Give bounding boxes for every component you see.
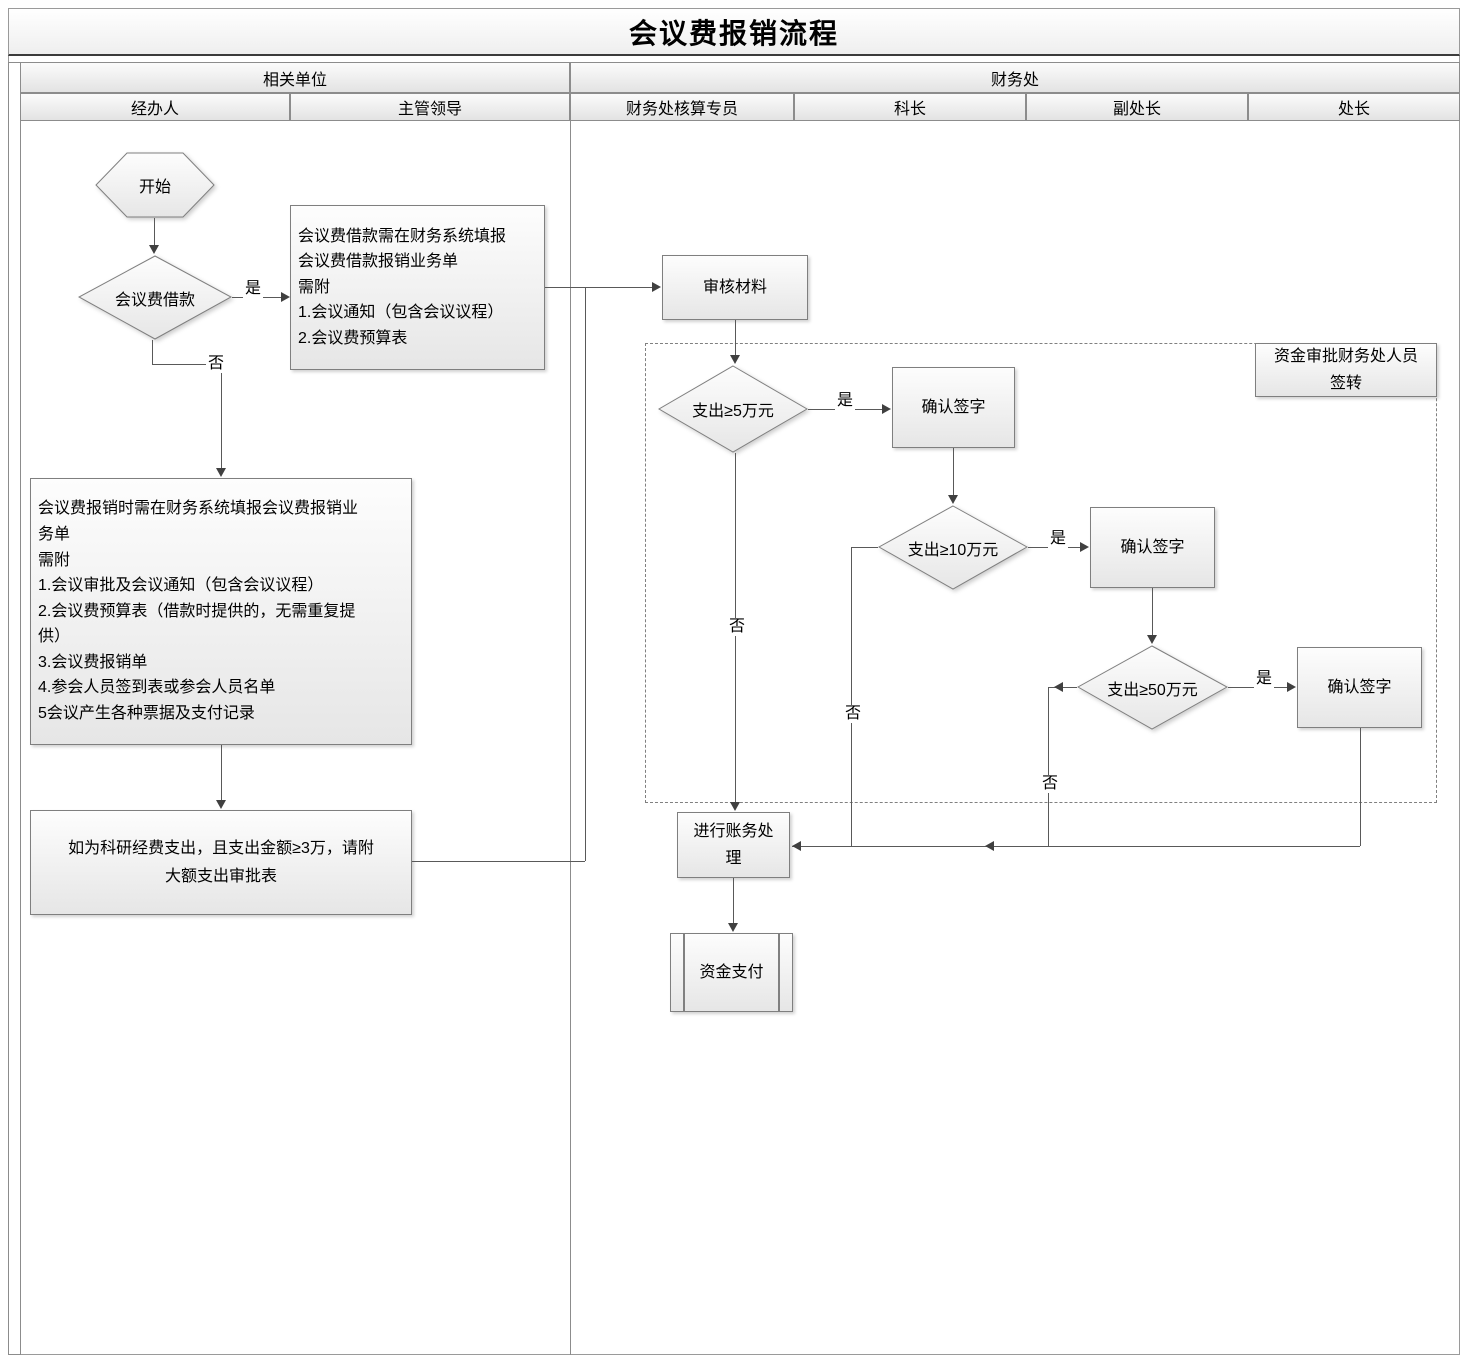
node-research-note: 如为科研经费支出，且支出金额≥3万，请附 大额支出审批表 [30,810,412,915]
node-accounting: 进行账务处 理 [677,812,790,878]
arrowhead-down [730,802,740,811]
connector-sign2-to-50w [1152,588,1153,641]
node-sign-3: 确认签字 [1297,647,1422,728]
diamond-shape [658,365,808,453]
lane-section-chief: 科长 [794,93,1026,121]
arrowhead-right [882,404,891,414]
lane-label: 主管领导 [397,101,462,118]
edge-label-yes-5w: 是 [835,392,856,410]
arrowhead-down [948,495,958,504]
swimlane-left-strip [8,62,21,1355]
edge-label-yes-50w: 是 [1254,670,1275,688]
arrowhead-down [149,245,159,254]
arrowhead-down [730,355,740,364]
node-label: 支出≥50万元 [1107,681,1198,699]
edge-label-yes-10w: 是 [1048,530,1069,548]
node-decision-50w: 支出≥50万元 [1077,645,1228,730]
arrowhead-right [1287,682,1296,692]
node-label: 支出≥5万元 [692,403,774,420]
diamond-shape [78,255,232,340]
arrowhead-left [1054,682,1063,692]
lane-deputy-director: 副处长 [1026,93,1248,121]
arrowhead-down [216,800,226,809]
lane-accounting-specialist: 财务处核算专员 [570,93,794,121]
lane-supervisor: 主管领导 [290,93,570,121]
diamond-shape [1077,645,1228,730]
lane-group-finance-office: 财务处 [570,62,1460,93]
lane-label: 经办人 [130,101,179,118]
connector-sign3-down [1360,728,1361,846]
connector-review-to-5w [735,320,736,361]
arrowhead-left [792,841,801,851]
arrowhead-right [652,282,661,292]
title-bar: 会议费报销流程 [8,8,1460,56]
connector-loan-no-seg2 [152,364,221,365]
arrowhead-left [985,841,994,851]
connector-note-to-research [221,745,222,806]
connector-loan-no-seg1 [152,340,153,364]
node-label: 支出≥10万元 [907,541,999,559]
connector-10w-no-seg2 [851,547,852,846]
arrowhead-down [216,468,226,477]
lane-handler: 经办人 [20,93,290,121]
hexagon-shape [95,152,215,218]
node-label: 开始 [138,179,171,196]
connector-start-to-loan [154,218,155,251]
lane-group-label: 相关单位 [262,71,327,89]
connector-50w-no-seg2 [1048,687,1049,846]
payment-sidebar-left [683,934,685,1011]
arrowhead-down [1147,635,1157,644]
lane-group-related-units: 相关单位 [20,62,570,93]
arrowhead-right [1080,542,1089,552]
node-review-materials: 审核材料 [662,255,808,320]
node-label: 资金支付 [699,963,764,981]
connector-merge-to-accounting [792,846,1360,847]
connector-10w-no-seg1 [851,547,878,548]
node-start: 开始 [95,152,215,218]
node-reimburse-note: 会议费报销时需在财务系统填报会议费报销业 务单 需附 1.会议审批及会议通知（包… [30,478,412,745]
edge-label-no-50w: 否 [1040,775,1061,793]
edge-label-no-5w: 否 [727,618,748,636]
payment-sidebar-right [778,934,780,1011]
diamond-shape [878,505,1028,590]
connector-loan-no-seg3 [221,364,222,474]
node-fund-payment: 资金支付 [670,933,793,1012]
node-sign-2: 确认签字 [1090,507,1215,588]
connector-research-to-review-seg2 [585,287,586,861]
node-label: 会议费借款 [114,291,195,309]
lane-label: 财务处核算专员 [625,101,738,118]
lane-director: 处长 [1248,93,1460,121]
lane-group-label: 财务处 [990,71,1039,89]
node-approval-note: 资金审批财务处人员 签转 [1255,343,1437,397]
arrowhead-down [728,923,738,932]
node-decision-5w: 支出≥5万元 [658,365,808,453]
arrowhead-right [281,292,290,302]
edge-label-no-10w: 否 [843,705,864,723]
lane-label: 处长 [1337,101,1370,118]
lane-divider [570,121,571,1355]
node-sign-1: 确认签字 [892,367,1015,448]
edge-label-no-loan: 否 [206,355,227,373]
connector-sign1-to-10w [953,448,954,501]
connector-accounting-to-payment [733,878,734,928]
node-loan-note: 会议费借款需在财务系统填报 会议费借款报销业务单 需附 1.会议通知（包含会议议… [290,205,545,370]
connector-loannote-to-review [545,287,657,288]
connector-research-to-review-seg1 [412,861,585,862]
node-loan-decision: 会议费借款 [78,255,232,340]
page-title: 会议费报销流程 [628,18,839,50]
edge-label-yes-loan: 是 [243,280,264,298]
lane-label: 科长 [893,101,926,118]
approval-region-dashed-box [645,343,1437,803]
lane-label: 副处长 [1112,101,1161,118]
node-decision-10w: 支出≥10万元 [878,505,1028,590]
